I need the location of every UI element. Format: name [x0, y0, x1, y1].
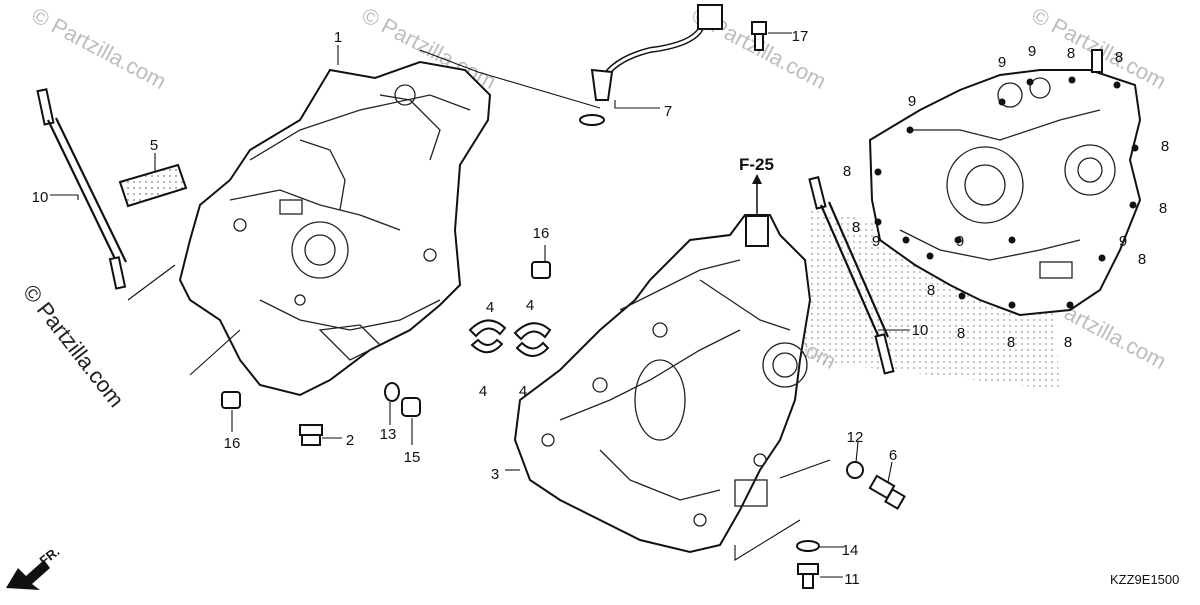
callout-c8d: 8: [1159, 200, 1167, 217]
front-direction-marker: FR.: [6, 544, 62, 590]
callout-c8h: 8: [957, 325, 965, 342]
callout-c2: 2: [346, 432, 354, 449]
callout-c8a: 8: [1067, 45, 1075, 62]
callout-c13: 13: [380, 426, 397, 443]
section-reference-arrow: [752, 174, 762, 215]
callout-c9c: 9: [908, 93, 916, 110]
callout-c9d: 9: [872, 233, 880, 250]
callout-c8i: 8: [927, 282, 935, 299]
callout-c8f: 8: [1064, 334, 1072, 351]
callout-c6: 6: [889, 447, 897, 464]
callout-c16b: 16: [224, 435, 241, 452]
diagram-code: KZZ9E1500: [1110, 572, 1179, 587]
callout-c9e: 9: [956, 233, 964, 250]
callout-c4a: 4: [486, 299, 494, 316]
dowel-pin: [221, 391, 241, 409]
callout-c8j: 8: [852, 219, 860, 236]
callout-c5: 5: [150, 137, 158, 154]
callout-c4c: 4: [479, 383, 487, 400]
callout-c10b: 10: [912, 322, 929, 339]
watermark: © Partzilla.com: [28, 2, 171, 94]
stud-bolt-left: [36, 88, 127, 290]
left-crankcase-half: [178, 60, 492, 397]
callout-c17: 17: [792, 28, 809, 45]
right-crankcase-half: [513, 214, 812, 554]
bearing-shells: [468, 319, 552, 357]
callout-c8e: 8: [1138, 251, 1146, 268]
oil-strainer-screen: [118, 163, 188, 208]
callout-c8c: 8: [1161, 138, 1169, 155]
washer-14: [796, 540, 820, 552]
callout-c4d: 4: [519, 383, 527, 400]
collar: [401, 397, 421, 417]
side-watermark: © Partzilla.com: [18, 280, 129, 412]
callout-c14: 14: [842, 542, 859, 559]
sealing-washer: [384, 382, 400, 402]
callout-c11: 11: [844, 571, 860, 588]
callout-c4b: 4: [526, 297, 534, 314]
callout-c3: 3: [491, 466, 499, 483]
bolt-11: [797, 563, 819, 589]
stud-bolt-right: [808, 176, 895, 375]
crankcase-outer-view: [868, 49, 1142, 317]
neutral-switch: [868, 474, 906, 510]
callout-c9a: 9: [1028, 43, 1036, 60]
callout-c8k: 8: [843, 163, 851, 180]
drain-plug: [299, 424, 323, 446]
callout-c12: 12: [847, 429, 864, 446]
callout-c8b: 8: [1115, 49, 1123, 66]
speed-sensor-assembly: [579, 4, 767, 126]
callout-c16a: 16: [533, 225, 550, 242]
callout-c9f: 9: [1119, 233, 1127, 250]
callout-c1: 1: [334, 29, 342, 46]
callout-c9b: 9: [998, 54, 1006, 71]
callout-c10a: 10: [32, 189, 49, 206]
section-reference-label: F-25: [739, 155, 774, 174]
leader-lines: [50, 32, 910, 578]
callout-c15: 15: [404, 449, 421, 466]
dowel-pin: [531, 261, 551, 279]
washer-12: [846, 461, 864, 479]
callout-c7: 7: [664, 103, 672, 120]
callout-c8g: 8: [1007, 334, 1015, 351]
